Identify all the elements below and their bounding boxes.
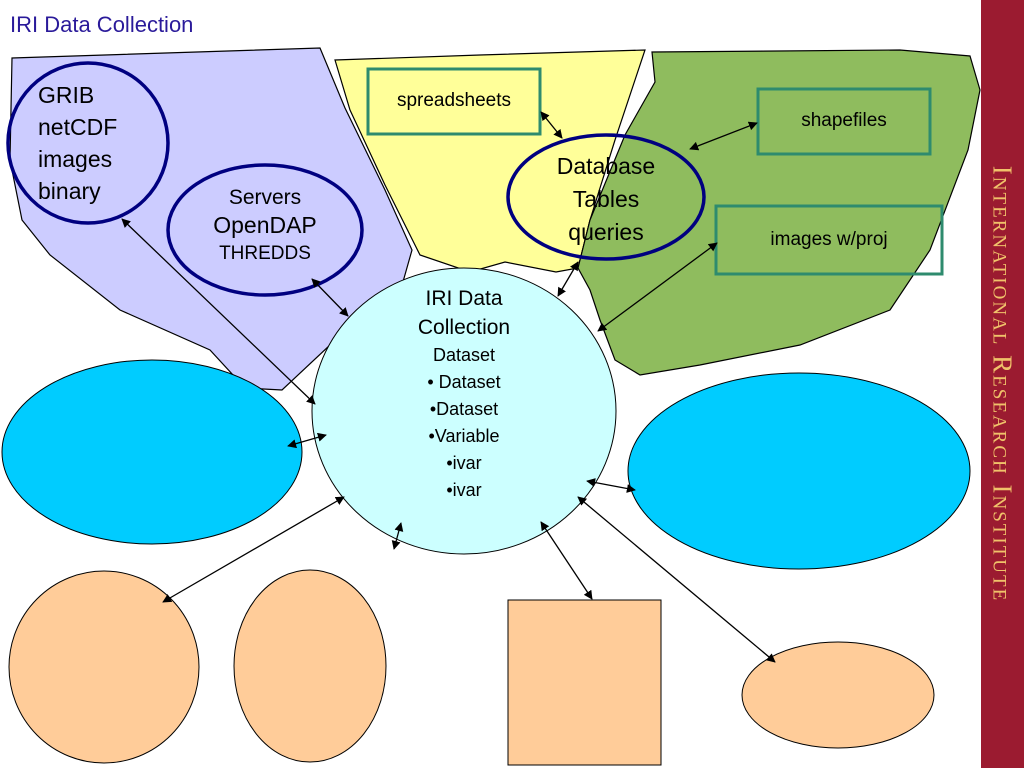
arrow-center-square [540, 521, 593, 600]
arrow-center-left-ellipse [287, 432, 327, 449]
images-proj-box [714, 204, 944, 276]
servers-opendap: OpenDAP [213, 212, 317, 238]
peach-square [507, 599, 662, 766]
images-proj-label: images w/proj [770, 229, 888, 250]
shapefiles-label: shapefiles [801, 110, 887, 131]
shapefiles-box [756, 87, 932, 156]
servers-thredds: THREDDS [219, 243, 311, 264]
database-label: Database Tables queries [526, 150, 686, 249]
arrow-imagesproj-center [597, 242, 718, 332]
center-item: • Dataset [427, 372, 501, 392]
center-label: IRI Data Collection Dataset • Dataset •D… [384, 284, 544, 504]
peach-ellipse-right [741, 641, 935, 749]
arrow-database-shapefiles [689, 121, 758, 151]
center-item: •Variable [428, 426, 500, 446]
center-title-line: Collection [417, 316, 511, 339]
arrow-center-peach-middle [391, 522, 404, 550]
peach-circle-left [8, 570, 200, 764]
servers-heading: Servers [228, 186, 302, 209]
center-item: •ivar [446, 480, 482, 500]
database-line: queries [568, 219, 644, 245]
slide-title: IRI Data Collection [10, 12, 194, 37]
connector-arrows [121, 111, 776, 663]
side-banner [981, 0, 1024, 768]
center-item: •ivar [446, 453, 482, 473]
spreadsheets-box [366, 67, 542, 136]
yellow-region [334, 49, 646, 273]
arrow-formats-center [121, 218, 316, 405]
peach-circle-middle [233, 569, 387, 763]
cyan-ellipse-right [627, 372, 971, 570]
format-item: images [38, 146, 113, 172]
servers-label: Servers OpenDAP THREDDS [185, 184, 345, 268]
arrow-spreadsheets-database [540, 111, 563, 139]
arrow-servers-center [311, 278, 349, 317]
arrow-center-right-ellipse [586, 478, 636, 493]
side-banner-text: International Research Institute [987, 165, 1018, 603]
arrow-center-peach-right [577, 496, 776, 663]
formats-ellipse [6, 61, 170, 225]
database-line: Database [556, 153, 656, 179]
format-item: GRIB [38, 82, 95, 108]
spreadsheets-label: spreadsheets [396, 90, 512, 111]
arrow-database-center [557, 261, 579, 297]
format-item: binary [38, 178, 101, 204]
center-item: Dataset [432, 345, 496, 365]
format-item: netCDF [38, 114, 118, 140]
arrow-center-peach-left [162, 496, 345, 603]
formats-label: GRIB netCDF images binary [38, 79, 117, 207]
center-circle [311, 267, 617, 555]
center-item: •Dataset [429, 399, 499, 419]
center-title-line: IRI Data [425, 287, 503, 310]
cyan-ellipse-left [1, 359, 303, 545]
database-line: Tables [572, 186, 640, 212]
